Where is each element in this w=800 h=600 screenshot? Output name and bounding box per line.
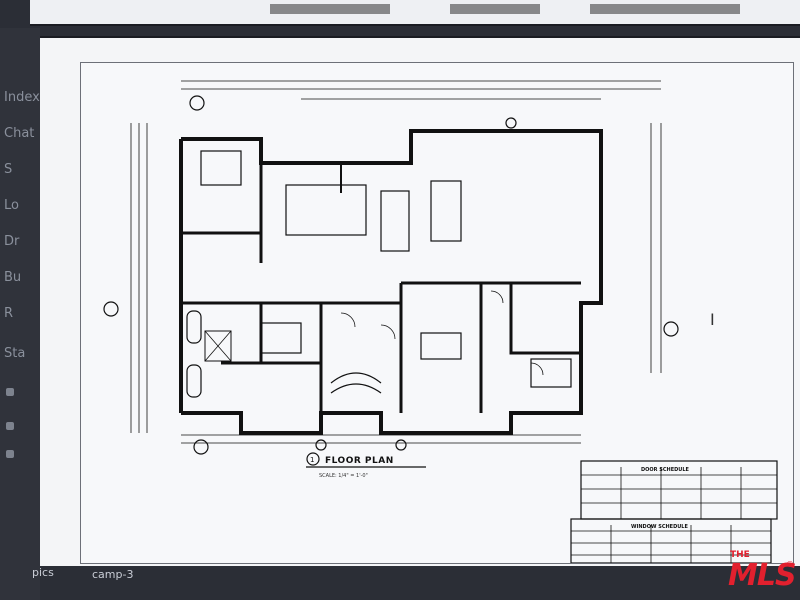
top-window-strip <box>30 0 800 26</box>
bottom-item-pics[interactable]: pics <box>32 566 54 579</box>
bottom-item-camp-3[interactable]: camp-3 <box>92 568 134 581</box>
window-schedule-title: WINDOW SCHEDULE <box>631 524 688 530</box>
plan-title-number: 1 <box>310 456 314 464</box>
text-cursor-icon: I <box>710 310 715 329</box>
mls-watermark-logo: THE MLS ® <box>728 548 797 593</box>
document-viewer: FLOOR PLAN 1 SCALE: 1/4" = 1'-0" DOOR SC… <box>40 36 800 566</box>
sidebar-item-sta[interactable]: Sta <box>4 346 26 361</box>
sidebar-item-chat[interactable]: Chat <box>4 126 35 141</box>
floor-plan-drawing: FLOOR PLAN 1 SCALE: 1/4" = 1'-0" DOOR SC… <box>103 80 778 563</box>
folder-icon[interactable] <box>6 450 14 458</box>
mls-registered-mark: ® <box>786 560 794 569</box>
folder-icon[interactable] <box>6 422 14 430</box>
sidebar-item-s[interactable]: S <box>4 162 13 177</box>
plan-title: FLOOR PLAN <box>325 456 394 466</box>
drawing-sheet: FLOOR PLAN 1 SCALE: 1/4" = 1'-0" DOOR SC… <box>80 62 794 564</box>
sidebar-item-lo[interactable]: Lo <box>4 198 19 213</box>
app-sidebar: Index Chat S Lo Dr Bu R Sta <box>0 28 40 600</box>
sidebar-item-dr[interactable]: Dr <box>4 234 20 249</box>
sidebar-item-index[interactable]: Index <box>4 90 40 105</box>
sidebar-item-r[interactable]: R <box>4 306 14 321</box>
plan-scale-note: SCALE: 1/4" = 1'-0" <box>319 473 368 479</box>
mls-brand-text: MLS <box>728 558 797 593</box>
sidebar-item-bu[interactable]: Bu <box>4 270 22 285</box>
door-schedule-title: DOOR SCHEDULE <box>641 467 690 473</box>
folder-icon[interactable] <box>6 388 14 396</box>
mls-the-text: THE <box>730 550 750 560</box>
